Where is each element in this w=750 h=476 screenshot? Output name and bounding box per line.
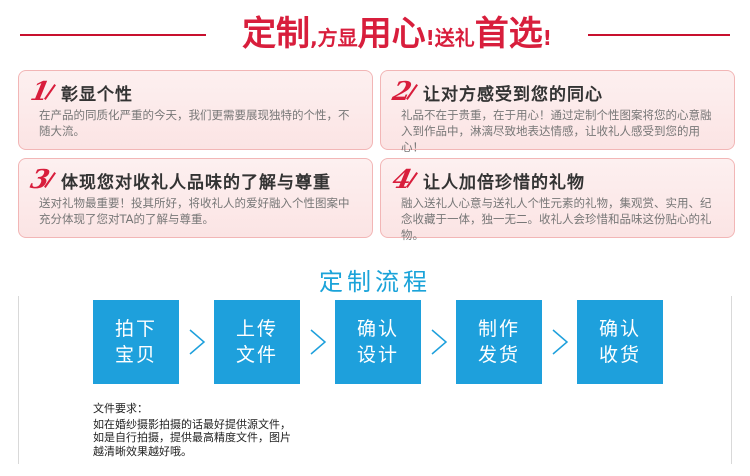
slogan-part: ! (425, 26, 435, 50)
banner-slogan: 定制,方显用心!送礼首选! (206, 8, 588, 60)
top-banner: 定制,方显用心!送礼首选! (0, 0, 750, 68)
reason-description: 在产品的同质化严重的今天，我们更需要展现独特的个性，不随大流。 (39, 108, 350, 138)
banner-rule-right (588, 34, 730, 36)
process-title: 定制流程 (319, 268, 431, 296)
chevron-right-icon (310, 329, 327, 355)
note-line: 如是自行拍摄，提供最高精度文件，图片 (93, 431, 291, 444)
slogan-part: 首选 (474, 14, 543, 54)
reason-head: 4 让人加倍珍惜的礼物 (390, 165, 585, 195)
file-requirements-note: 文件要求： 如在婚纱摄影拍摄的话最好提供源文件， 如是自行拍摄，提供最高精度文件… (93, 402, 393, 458)
chevron-right-icon (189, 329, 206, 355)
reason-heading: 让对方感受到您的同心 (423, 84, 603, 105)
note-line: 如在婚纱摄影拍摄的话最好提供源文件， (93, 417, 291, 431)
step-label-line: 确认 (598, 318, 641, 340)
reason-card: 3 体现您对收礼人品味的了解与尊重 送对礼物最重要！投其所好，将收礼人的爱好融入… (18, 158, 373, 238)
process-step: 确认 收货 (577, 300, 663, 384)
slogan-part: ! (542, 26, 552, 50)
step-label-line: 文件 (235, 344, 278, 366)
reason-card: 2 让对方感受到您的同心 礼品不在于贵重，在于用心！通过定制个性图案将您的心意融… (380, 70, 735, 154)
chevron-right-icon (552, 329, 569, 355)
reason-head: 2 让对方感受到您的同心 (390, 77, 603, 107)
reason-head: 1 彰显个性 (28, 77, 133, 107)
step-label-line: 制作 (477, 318, 520, 340)
slogan-part: 方显 (317, 26, 358, 50)
note-line: 越清晰效果越好哦。 (93, 444, 192, 458)
reason-description: 融入送礼人心意与送礼人个性元素的礼物，集观赏、实用、纪念收藏于一体，独一无二。收… (401, 196, 712, 242)
reason-card: 4 让人加倍珍惜的礼物 融入送礼人心意与送礼人个性元素的礼物，集观赏、实用、纪念… (380, 158, 735, 242)
reason-description: 礼品不在于贵重，在于用心！通过定制个性图案将您的心意融入到作品中，淋漓尽致地表达… (401, 108, 712, 154)
process-step: 制作 发货 (456, 300, 542, 384)
process-step: 拍下 宝贝 (93, 300, 179, 384)
step-label-line: 发货 (477, 344, 520, 366)
process-step: 确认 设计 (335, 300, 421, 384)
process-frame-right (731, 296, 732, 464)
step-label-line: 设计 (356, 344, 399, 366)
chevron-right-icon (431, 329, 448, 355)
step-label-line: 确认 (356, 318, 399, 340)
process-step: 上传 文件 (214, 300, 300, 384)
note-title: 文件要求： (93, 402, 148, 415)
step-label-line: 上传 (235, 318, 278, 340)
reason-head: 3 体现您对收礼人品味的了解与尊重 (28, 165, 331, 195)
step-label-line: 收货 (598, 344, 641, 366)
slogan-part: 定制 (242, 14, 311, 54)
reason-heading: 让人加倍珍惜的礼物 (423, 172, 585, 193)
slogan-part: 用心 (357, 14, 426, 54)
reason-heading: 体现您对收礼人品味的了解与尊重 (61, 172, 331, 193)
reason-heading: 彰显个性 (61, 84, 133, 105)
slogan-part: , (310, 26, 318, 50)
reason-card: 1 彰显个性 在产品的同质化严重的今天，我们更需要展现独特的个性，不随大流。 (18, 70, 373, 150)
step-label-line: 宝贝 (114, 344, 157, 366)
process-frame-left (18, 296, 19, 464)
banner-rule-left (20, 34, 206, 36)
reason-description: 送对礼物最重要！投其所好，将收礼人的爱好融入个性图案中充分体现了您对TA的了解与… (39, 196, 350, 226)
slogan-part: 送礼 (434, 26, 475, 50)
step-label-line: 拍下 (114, 318, 157, 340)
